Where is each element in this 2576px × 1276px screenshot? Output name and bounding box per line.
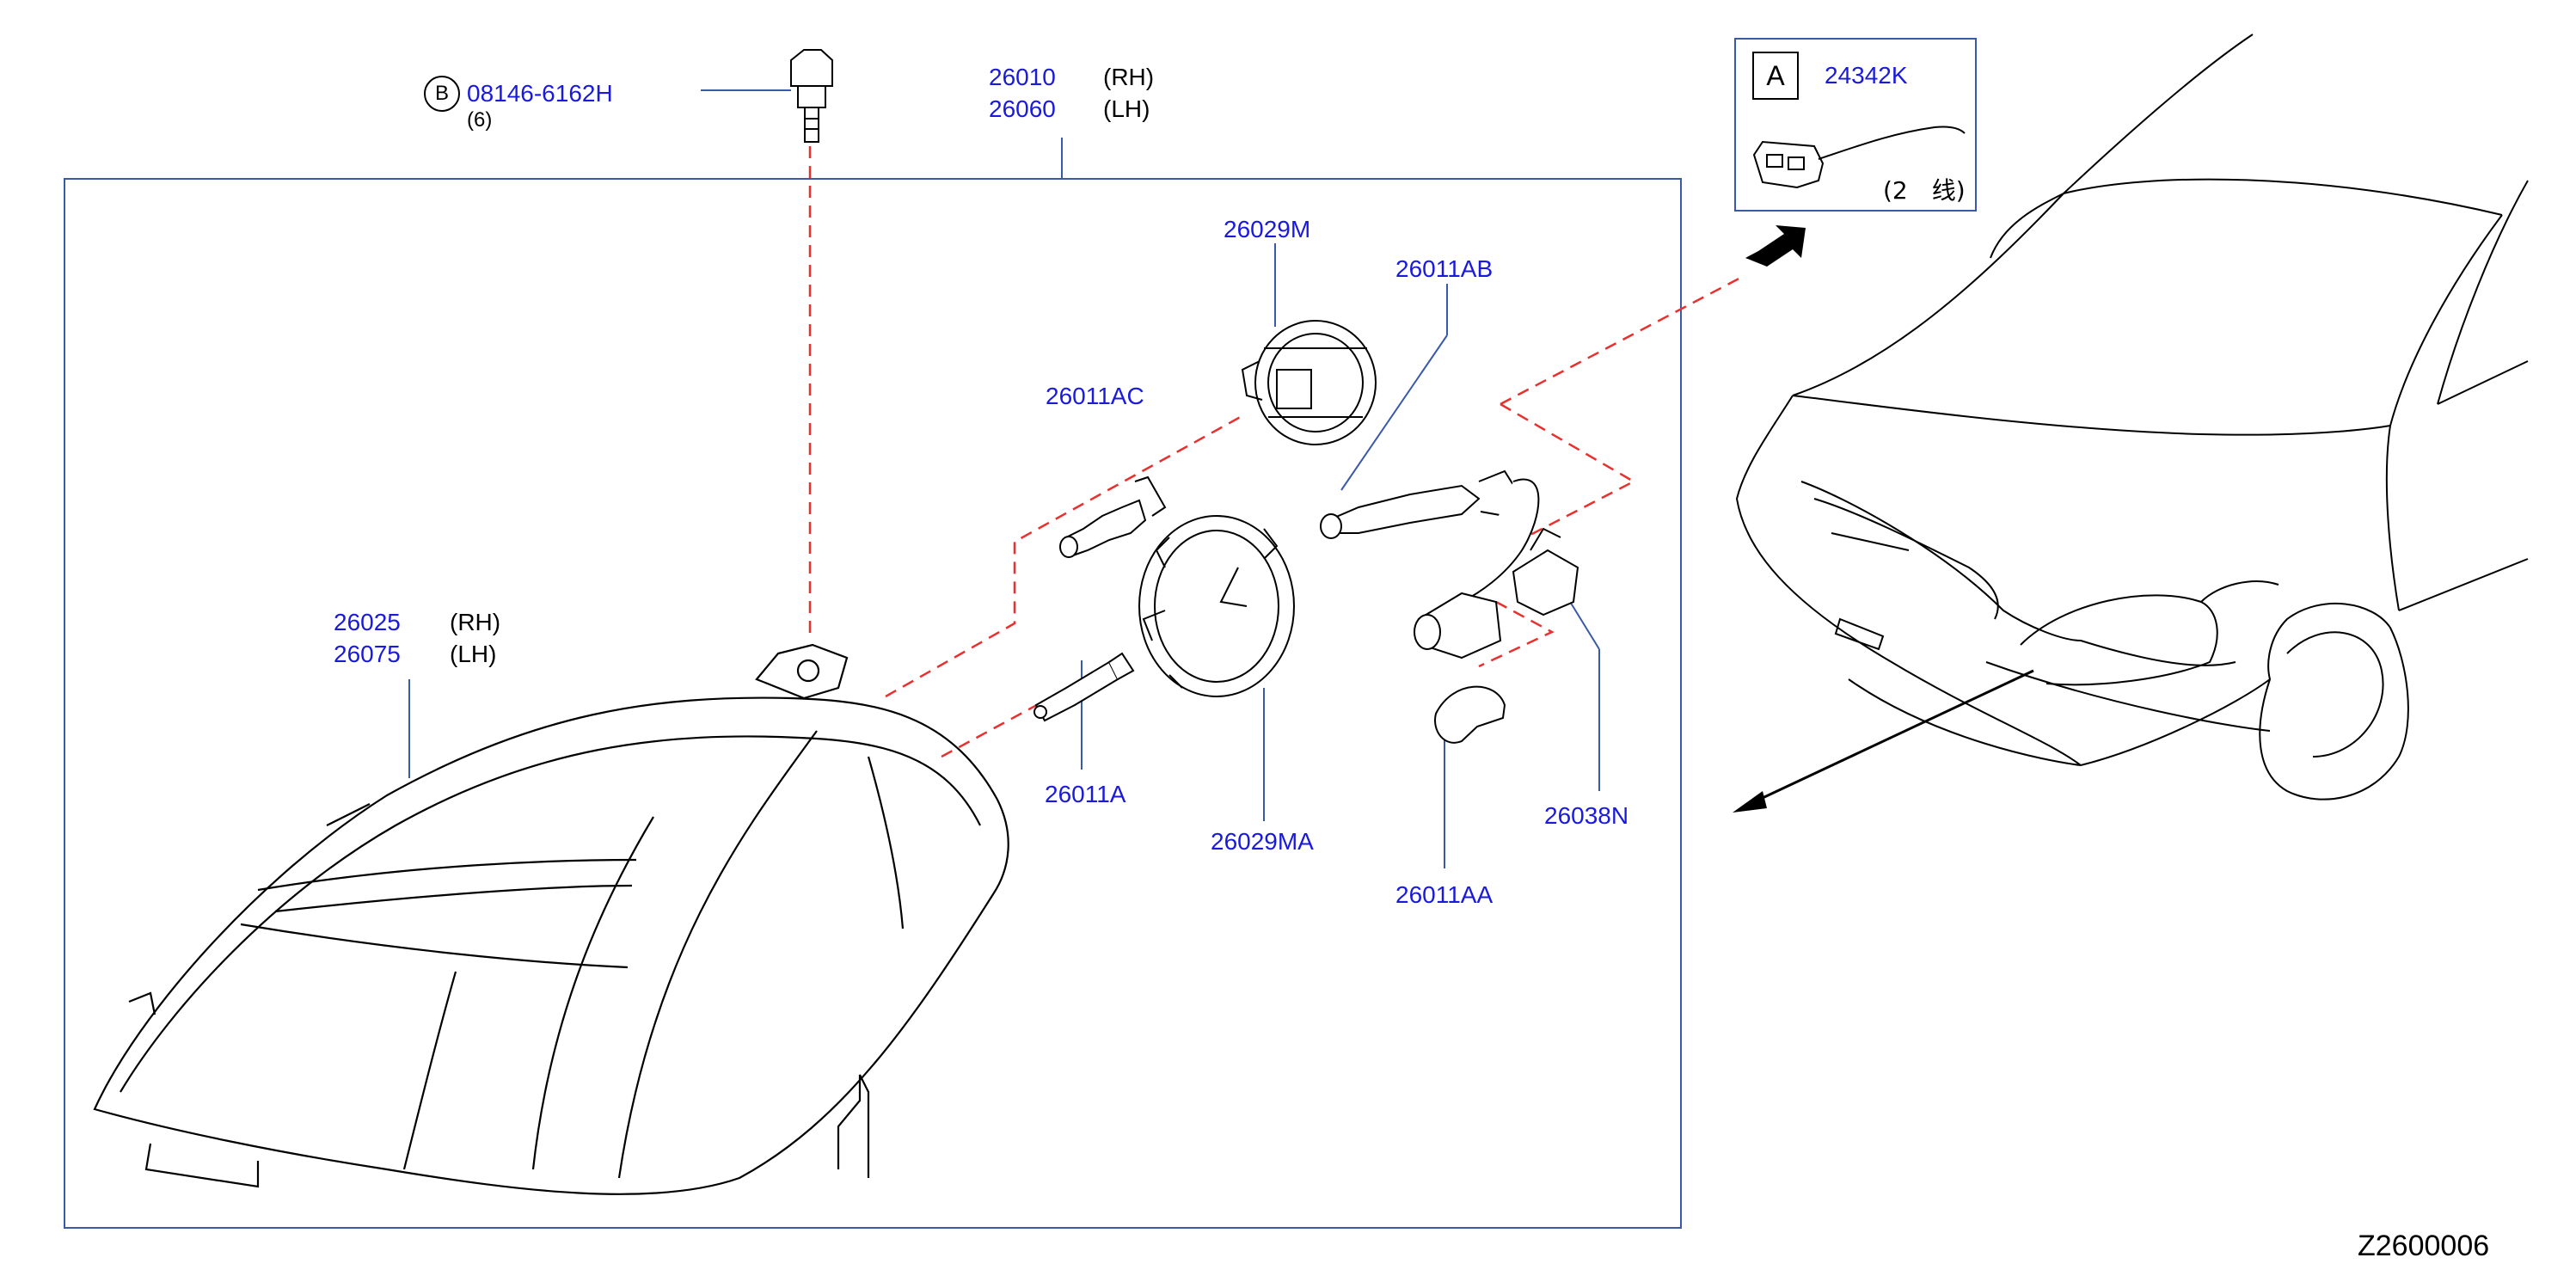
headlamp-rh-part-number[interactable]: 26025 [334, 609, 401, 635]
assembly-frame [64, 178, 1682, 1229]
bolt-drawing [790, 49, 833, 143]
bulb-ab-part-number[interactable]: 26011AB [1395, 255, 1493, 282]
headlamp-rh-side: (RH) [450, 609, 501, 635]
connector-drawing [1752, 126, 1966, 189]
diagram-code: Z2600006 [2358, 1230, 2490, 1262]
cap-m-drawing [1241, 320, 1377, 445]
car-drawing [1735, 34, 2529, 801]
headlamp-drawing [93, 643, 1009, 1195]
housing-lh-part-number[interactable]: 26060 [989, 95, 1056, 122]
bulb-ac-drawing [1059, 475, 1167, 558]
socket-n-part-number[interactable]: 26038N [1544, 802, 1629, 829]
connector-wire-note: (2 线) [1883, 176, 1966, 205]
bolt-part-number[interactable]: 08146-6162H [467, 80, 613, 107]
headlamp-lh-side: (LH) [450, 641, 497, 667]
callout-b-circle: B [424, 76, 460, 112]
bulb-a-part-number[interactable]: 26011A [1045, 781, 1126, 807]
connector-part-number[interactable]: 24342K [1825, 62, 1908, 89]
headlamp-lh-part-number[interactable]: 26075 [334, 641, 401, 667]
bulb-a-drawing [1033, 652, 1135, 722]
cap-ma-drawing [1138, 515, 1295, 697]
cap-m-part-number[interactable]: 26029M [1224, 216, 1311, 242]
housing-lh-side: (LH) [1103, 95, 1150, 122]
bolt-quantity: (6) [467, 108, 493, 132]
housing-rh-side: (RH) [1103, 64, 1155, 90]
inset-letter-a: A [1752, 52, 1799, 100]
harness-drawing [1320, 469, 1579, 744]
cap-ma-part-number[interactable]: 26029MA [1211, 828, 1314, 855]
housing-rh-part-number[interactable]: 26010 [989, 64, 1056, 90]
leader-lines [408, 89, 1600, 868]
direction-arrow [1745, 225, 1806, 267]
inset-frame [1734, 38, 1977, 212]
bulb-aa-part-number[interactable]: 26011AA [1395, 881, 1493, 908]
pointer-arrow [1733, 669, 2034, 813]
dashed-routing-lines [808, 146, 1746, 758]
bulb-ac-part-number[interactable]: 26011AC [1046, 383, 1144, 409]
